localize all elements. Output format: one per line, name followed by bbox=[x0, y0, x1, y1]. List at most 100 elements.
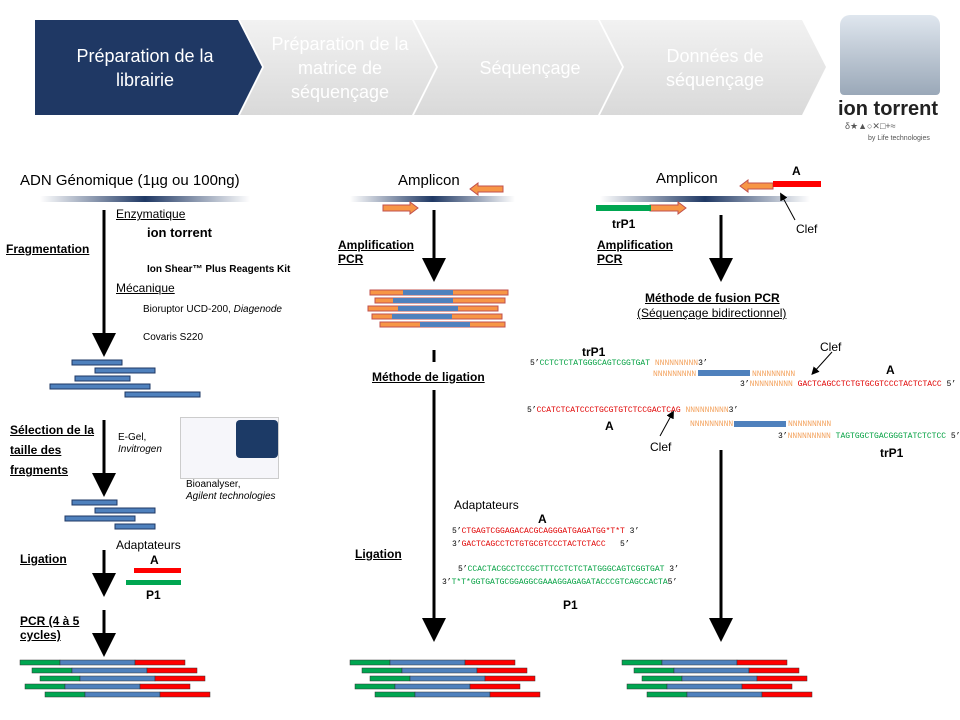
nnn: NNNNNNNNN bbox=[749, 380, 793, 389]
step-2: Préparation de la matrice de séquençage bbox=[271, 33, 409, 102]
p3: 3’ bbox=[728, 406, 739, 415]
seq-a-bottom: GACTCAGCCTCTGTGCGTCCCTACTCTACC bbox=[461, 540, 606, 549]
library-fragment-segment bbox=[79, 675, 156, 682]
library-fragment-segment bbox=[64, 683, 141, 690]
clef-arrows bbox=[659, 192, 833, 437]
step-1: Préparation de la librairie bbox=[76, 45, 214, 90]
p3: 3’ bbox=[629, 527, 640, 536]
step-chevron-3 bbox=[414, 20, 622, 115]
label-a-2: A bbox=[538, 512, 547, 526]
library-fragment-segment bbox=[401, 667, 478, 674]
trp1-bar bbox=[596, 205, 651, 211]
nnn: NNNNNNNNN bbox=[654, 359, 699, 368]
logo-by: by Life technologies bbox=[868, 135, 930, 142]
library-fragment-segment bbox=[681, 675, 758, 682]
library-fragment-segment bbox=[741, 683, 793, 690]
library-fragment-segment bbox=[154, 675, 206, 682]
label-p1-2: P1 bbox=[563, 598, 578, 612]
ion-torrent-logo: ion torrent bbox=[838, 98, 938, 120]
library-fragment-segment bbox=[389, 659, 466, 666]
p3: 3’ bbox=[442, 578, 452, 587]
library-fragment-segment bbox=[756, 675, 808, 682]
seq-p1-bottom: T*T*GGTGATGCGGAGGCGAAAGGAGAGATACCCGTCAGC… bbox=[451, 578, 668, 587]
library-fragment-segment bbox=[84, 691, 161, 698]
nnn: NNNNNNNNN bbox=[685, 406, 729, 415]
step-chevron-1 bbox=[35, 20, 262, 115]
step-3: Séquençage bbox=[479, 57, 581, 78]
workflow-banner bbox=[35, 20, 826, 115]
library-fragment-segment bbox=[414, 691, 491, 698]
label-fragmentation: Fragmentation bbox=[6, 242, 90, 256]
library-fragment-segment bbox=[484, 675, 536, 682]
label-ligation-1: Ligation bbox=[20, 552, 67, 566]
library-fragment-segment bbox=[134, 659, 186, 666]
p3: 3’ bbox=[669, 565, 679, 574]
amplicon-inserts bbox=[392, 290, 786, 427]
library-fragment-segment bbox=[476, 667, 528, 674]
bioruptor: Bioruptor UCD-200, bbox=[143, 304, 231, 315]
col3-title: Amplicon bbox=[656, 170, 718, 187]
dna-bar-1 bbox=[40, 196, 250, 202]
library-fragment-segment bbox=[646, 691, 688, 698]
label-trp1-top: trP1 bbox=[582, 345, 606, 359]
label-a-1: A bbox=[150, 553, 159, 567]
library-fragment-segment bbox=[159, 691, 211, 698]
label-clef-2: Clef bbox=[820, 340, 842, 354]
library-fragment-segment bbox=[71, 667, 148, 674]
label-methode-fusion: Méthode de fusion PCR bbox=[645, 291, 780, 305]
library-fragment-segment bbox=[686, 691, 763, 698]
flow-arrows bbox=[92, 210, 733, 657]
library-fragment-segment bbox=[361, 667, 403, 674]
bioanalyser: Bioanalyser, bbox=[186, 479, 241, 490]
label-clef-1: Clef bbox=[796, 222, 818, 236]
p5: 5’ bbox=[667, 578, 678, 587]
p5: 5’ bbox=[458, 565, 468, 574]
library-fragment-segment bbox=[146, 667, 198, 674]
label-a-3: A bbox=[792, 164, 801, 178]
library-fragment-segment bbox=[469, 683, 521, 690]
label-p1-1: P1 bbox=[146, 588, 161, 602]
egel: E-Gel, bbox=[118, 432, 147, 443]
p5: 5’ bbox=[527, 406, 537, 415]
library-fragment-segment bbox=[661, 659, 738, 666]
logo-symbols: δ★▲○✕□+≈ bbox=[845, 121, 896, 131]
library-fragment-segment bbox=[666, 683, 743, 690]
label-pcr: PCR (4 à 5 cycles) bbox=[20, 614, 80, 642]
label-ligation-2: Ligation bbox=[355, 547, 402, 561]
fragments bbox=[49, 359, 201, 530]
seq-trp1-rev: TAGTGGCTGACGGGTATCTCTCC bbox=[835, 432, 947, 441]
label-mecanique: Mécanique bbox=[116, 281, 175, 295]
step-4: Données de séquençage bbox=[665, 45, 765, 90]
label-clef-3: Clef bbox=[650, 440, 672, 454]
egel-device-image bbox=[236, 420, 278, 458]
library-fragment-segment bbox=[59, 659, 136, 666]
label-bidirectionnel: (Séquençage bidirectionnel) bbox=[637, 306, 787, 320]
invitrogen: Invitrogen bbox=[118, 444, 162, 455]
label-a-top: A bbox=[886, 363, 895, 377]
adaptateurs-2: Adaptateurs bbox=[454, 498, 519, 512]
seq-a-top: CTGAGTCGGAGACACGCAGGGATGAGATGG*T*T bbox=[461, 527, 625, 536]
col2-title: Amplicon bbox=[398, 172, 460, 189]
p5: 5’ bbox=[530, 359, 540, 368]
label-methode-ligation: Méthode de ligation bbox=[372, 370, 485, 384]
p5: 5’ bbox=[452, 527, 462, 536]
p3: 3’ bbox=[740, 380, 750, 389]
label-selection: Sélection de la taille des fragments bbox=[10, 423, 95, 477]
library-fragment-segment bbox=[374, 691, 416, 698]
library-fragment-segment bbox=[633, 667, 675, 674]
adapter-a-bar bbox=[773, 181, 821, 187]
p5: 5’ bbox=[950, 432, 960, 441]
adaptateurs-1: Adaptateurs bbox=[116, 538, 181, 552]
p5: 5’ bbox=[620, 540, 630, 549]
library-fragment-segment bbox=[761, 691, 813, 698]
nnn: NNNNNNNNN bbox=[653, 370, 697, 379]
library-fragment-segment bbox=[394, 683, 471, 690]
library-fragment-segment bbox=[621, 659, 663, 666]
label-amplification-3: Amplification PCR bbox=[597, 238, 674, 266]
library-fragment-segment bbox=[673, 667, 750, 674]
diagenode: Diagenode bbox=[233, 304, 282, 315]
library-fragment-segment bbox=[139, 683, 191, 690]
step-chevron-4 bbox=[600, 20, 826, 115]
covaris: Covaris S220 bbox=[143, 332, 204, 343]
